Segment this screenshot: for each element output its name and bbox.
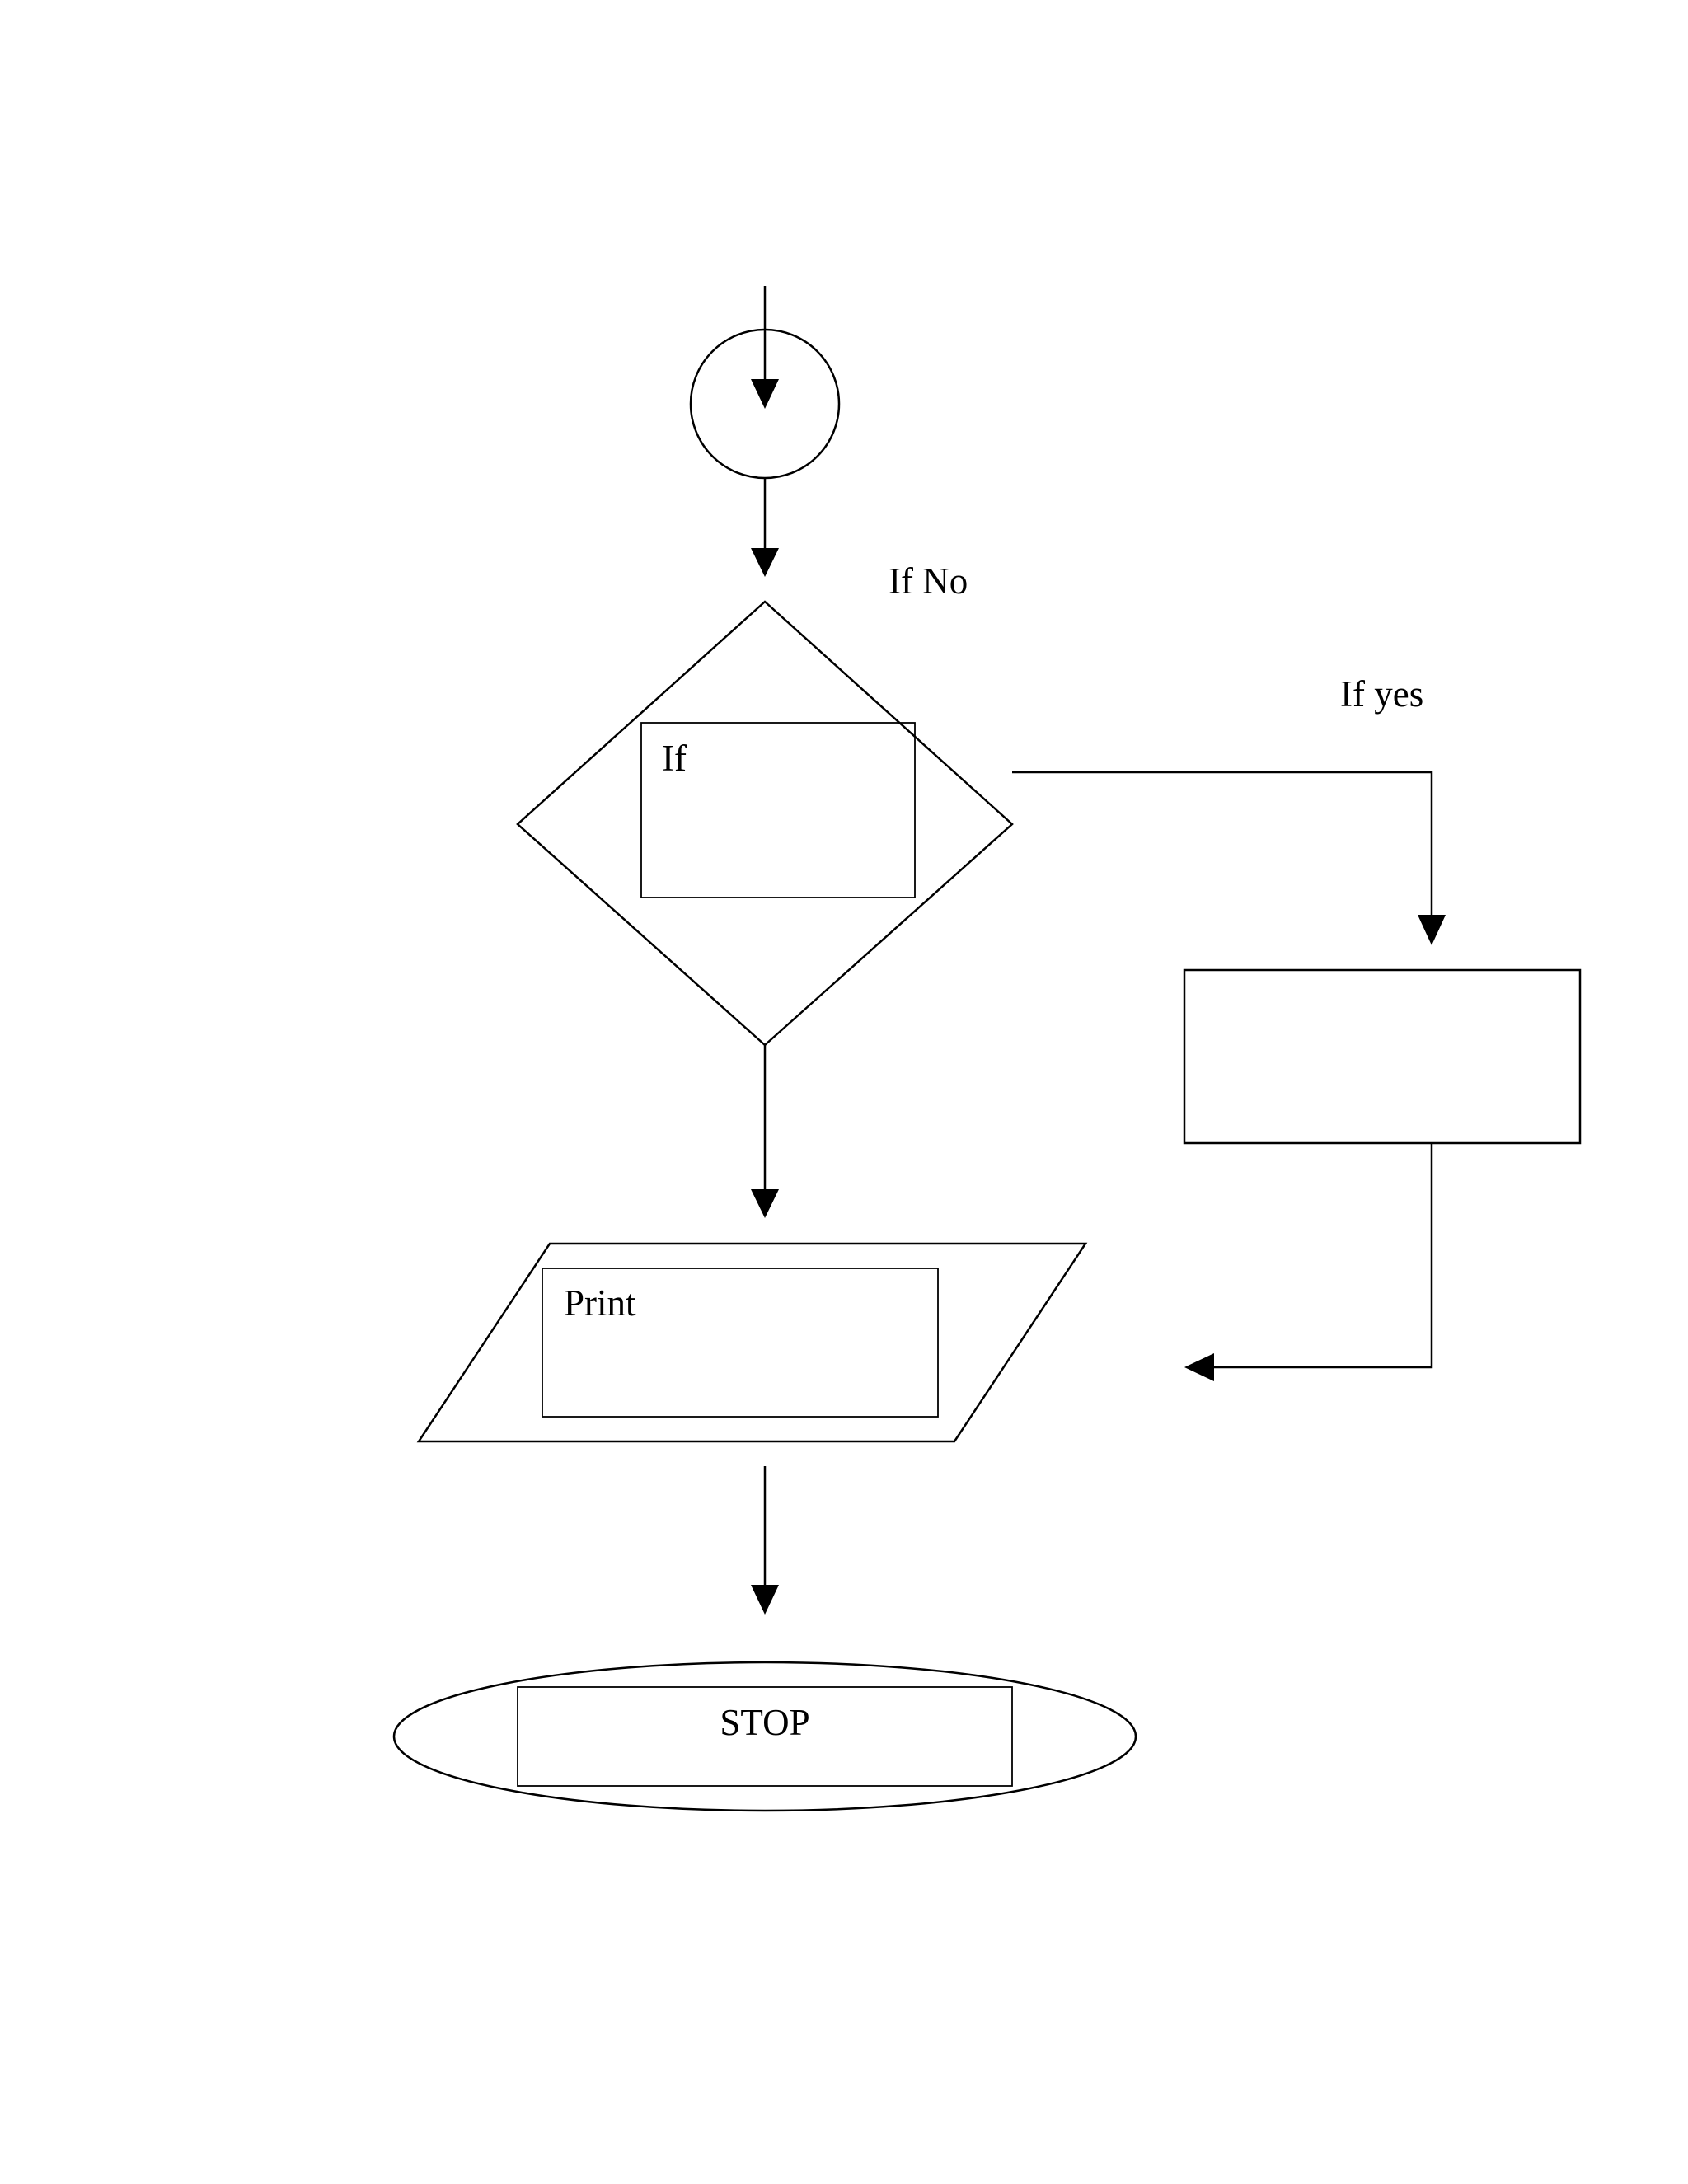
print-to-stop-arrowhead <box>751 1585 779 1615</box>
yes-branch-arrowhead <box>1418 915 1446 945</box>
stop-ellipse <box>392 1661 1137 1812</box>
decision-to-print-arrowhead <box>751 1189 779 1218</box>
stop-label: STOP <box>720 1702 809 1743</box>
decision-text-box <box>640 722 916 898</box>
stop-text-box <box>517 1686 1013 1787</box>
decision-label: If <box>662 738 687 779</box>
return-line <box>1214 1143 1433 1369</box>
entry-arrowhead <box>751 379 779 409</box>
decision-diamond <box>516 600 1014 1047</box>
print-label: Print <box>564 1282 636 1324</box>
print-text-box <box>542 1268 939 1418</box>
if-yes-label: If yes <box>1340 673 1423 715</box>
yes-branch-line <box>1012 771 1433 915</box>
connector-to-decision-arrowhead <box>751 548 779 577</box>
if-no-label: If No <box>889 560 968 602</box>
print-parallelogram <box>416 1242 1088 1443</box>
process-box <box>1183 968 1582 1145</box>
return-arrowhead <box>1184 1353 1214 1381</box>
